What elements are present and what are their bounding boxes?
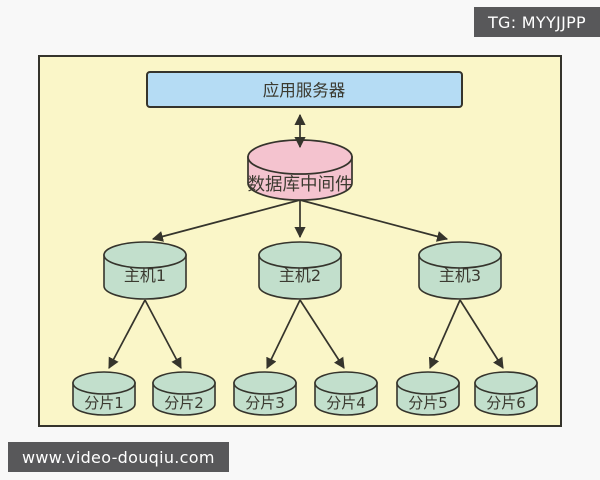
arrow-host1-shard2 — [144, 299, 182, 369]
app-server-box — [146, 71, 463, 108]
host1-cylinder-top — [103, 241, 187, 269]
arrow-host2-shard3 — [266, 299, 301, 369]
arrow-host3-shard5 — [428, 299, 461, 370]
shard3-node: 分片3 — [233, 371, 297, 416]
shard1-node: 分片1 — [72, 371, 136, 416]
telegram-watermark-badge: TG: MYYJJPP — [473, 7, 600, 37]
shard1-cylinder-top — [72, 371, 136, 395]
shard6-node: 分片6 — [474, 371, 538, 416]
shard5-cylinder-top — [396, 371, 460, 395]
host2-node: 主机2 — [258, 241, 342, 300]
host3-cylinder-top — [418, 241, 502, 269]
shard3-cylinder-top — [233, 371, 297, 395]
shard6-label: 分片6 — [486, 394, 526, 412]
arrow-host3-shard6 — [459, 299, 504, 369]
host3-label: 主机3 — [439, 266, 481, 285]
sharding-architecture-diagram: 应用服务器 数据库中间件 主机1 主机2 主机3 — [72, 71, 538, 416]
arrow-middleware-host1 — [151, 199, 301, 242]
diagram-canvas: 应用服务器 数据库中间件 主机1 主机2 主机3 — [38, 55, 562, 427]
host1-node: 主机1 — [103, 241, 187, 300]
shard4-cylinder-top — [314, 371, 378, 395]
shard6-cylinder-top — [474, 371, 538, 395]
app-server-node: 应用服务器 — [146, 71, 463, 108]
host3-node: 主机3 — [418, 241, 502, 300]
middleware-node: 数据库中间件 — [247, 139, 353, 201]
shard4-node: 分片4 — [314, 371, 378, 416]
shard3-label: 分片3 — [245, 394, 285, 412]
shard5-label: 分片5 — [408, 394, 448, 412]
middleware-to-host-arrows — [151, 199, 449, 242]
shard4-label: 分片4 — [326, 394, 366, 412]
middleware-label: 数据库中间件 — [248, 175, 353, 195]
arrow-host1-shard1 — [108, 299, 146, 369]
shard2-label: 分片2 — [164, 394, 204, 412]
site-watermark: www.video-douqiu.com — [8, 442, 229, 472]
arrow-middleware-host3 — [299, 199, 449, 242]
shard5-node: 分片5 — [396, 371, 460, 416]
host2-cylinder-top — [258, 241, 342, 269]
shard2-node: 分片2 — [152, 371, 216, 416]
app-server-label: 应用服务器 — [263, 81, 346, 100]
host1-label: 主机1 — [124, 266, 166, 285]
arrow-host2-shard4 — [299, 299, 345, 369]
host2-label: 主机2 — [279, 266, 321, 285]
host-to-shard-arrows — [108, 299, 504, 370]
shard2-cylinder-top — [152, 371, 216, 395]
shard1-label: 分片1 — [84, 394, 124, 412]
